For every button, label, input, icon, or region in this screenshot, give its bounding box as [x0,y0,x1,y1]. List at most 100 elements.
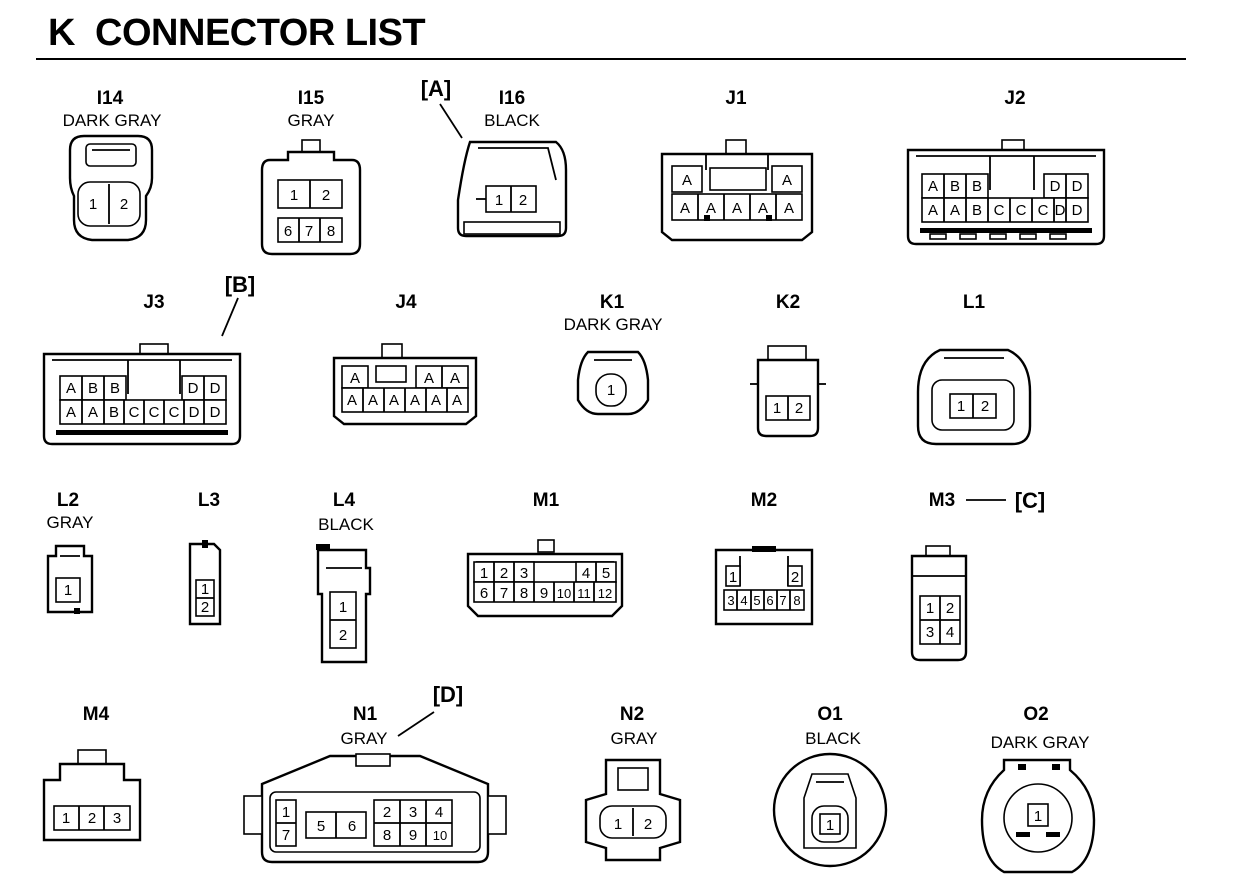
pin-label: 1 [89,196,97,213]
connector-m1: M1 1 2 3 4 5 6 7 8 9 10 [466,490,624,618]
pin-label: A [706,200,716,217]
connector-color: GRAY [47,513,94,532]
pin-label: B [950,178,960,195]
connector-color: BLACK [805,729,861,748]
connector-j4: J4 A A A A A A A A A [332,292,478,426]
pin-label: 2 [644,816,652,833]
pin-label: A [784,200,794,217]
pin-label: 8 [327,223,335,240]
callout-c: [C] [1015,488,1046,513]
callout-d: [D] [433,682,464,707]
pin-label: 2 [500,565,508,582]
pin-label: 3 [727,593,734,608]
pin-label: 9 [409,827,417,844]
pin-label: 7 [779,593,786,608]
connector-id: O1 [817,704,843,725]
pin-label: 1 [1034,808,1042,825]
pin-label: A [66,404,76,421]
pin-label: A [450,370,460,387]
pin-label: 1 [773,400,781,417]
connector-m2: M2 1 2 3 4 5 6 7 8 [714,490,814,626]
pin-label: 2 [791,569,799,586]
pin-label: D [189,404,200,421]
pin-label: D [1072,178,1083,195]
pin-label: 4 [435,804,443,821]
connector-o1: O1 BLACK 1 [772,704,888,868]
pin-label: 4 [740,593,747,608]
pin-label: D [1055,202,1066,219]
connector-color: GRAY [341,729,388,748]
pin-label: 2 [946,600,954,617]
connector-id: M2 [751,490,777,511]
connector-id: L3 [198,490,220,511]
connector-l4: L4 BLACK 1 2 [316,490,375,664]
pin-label: 1 [339,599,347,616]
pin-label: 5 [753,593,760,608]
connector-id: M4 [83,704,110,725]
connector-id: J2 [1004,88,1025,109]
pin-label: 7 [500,585,508,602]
connector-id: J4 [395,292,417,313]
pin-label: 1 [62,810,70,827]
pin-label: A [680,200,690,217]
pin-label: A [424,370,434,387]
connector-id: M3 [929,490,955,511]
pin-label: 1 [495,192,503,209]
pin-label: 6 [480,585,488,602]
pin-label: D [1072,202,1083,219]
connector-j1: J1 A A A A A A A [660,88,814,242]
connector-j2: J2 A B B D D A A B C [906,88,1106,246]
pin-label: 4 [582,565,590,582]
pin-label: C [129,404,140,421]
connector-id: L2 [57,490,79,511]
pin-label: A [732,200,742,217]
connector-color: GRAY [288,111,335,130]
pin-label: 5 [317,818,325,835]
connector-o2: O2 DARK GRAY 1 [980,704,1096,874]
pin-label: A [928,178,938,195]
pin-label: 1 [957,398,965,415]
connector-id: N2 [620,704,644,725]
pin-label: C [1038,202,1049,219]
pin-label: B [972,202,982,219]
pin-label: 6 [284,223,292,240]
pin-label: 1 [826,817,834,834]
connector-color: DARK GRAY [564,315,663,334]
pin-label: 1 [290,187,298,204]
pin-label: 2 [339,627,347,644]
pin-label: 11 [577,586,591,601]
pin-label: 8 [383,827,391,844]
connector-k2: K2 1 2 [750,292,826,438]
pin-label: D [1050,178,1061,195]
pin-label: C [994,202,1005,219]
pin-label: B [109,404,119,421]
connector-i14: I14 DARK GRAY 1 2 [63,88,161,242]
pin-label: D [210,380,221,397]
callout-a: [A] [421,76,452,101]
connector-id: N1 [353,704,378,725]
pin-label: 2 [322,187,330,204]
pin-label: A [950,202,960,219]
connector-m3: M3 [C] 1 2 3 4 [910,488,1046,662]
pin-label: 10 [557,586,571,601]
pin-label: D [188,380,199,397]
pin-label: A [88,404,98,421]
pin-label: A [347,392,357,409]
pin-label: A [758,200,768,217]
connector-id: I15 [298,88,325,109]
pin-label: B [110,380,120,397]
pin-label: A [782,172,792,189]
pin-label: 2 [519,192,527,209]
connector-color: GRAY [611,729,658,748]
connector-id: I14 [97,88,124,109]
pin-label: 6 [348,818,356,835]
pin-label: A [928,202,938,219]
pin-label: 1 [926,600,934,617]
connector-color: BLACK [318,515,374,534]
pin-label: A [66,380,76,397]
connector-id: K1 [600,292,625,313]
connector-id: K2 [776,292,800,313]
pin-label: A [410,392,420,409]
